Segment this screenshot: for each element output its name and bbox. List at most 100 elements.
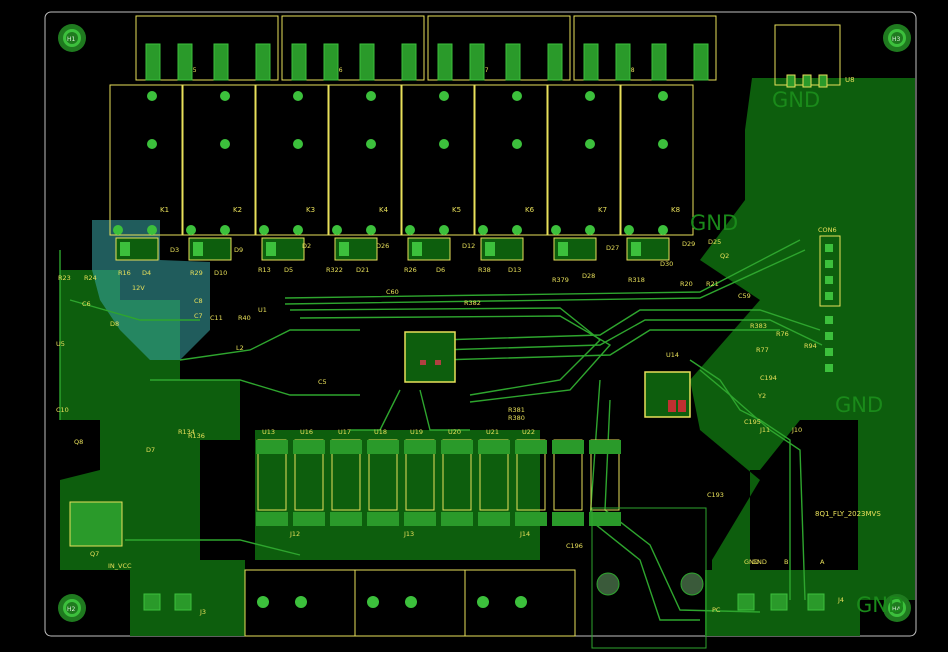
component-label: D29 (682, 240, 695, 248)
component-label: C7 (194, 312, 203, 320)
relay-label: K5 (452, 206, 461, 214)
relay-pin (585, 91, 595, 101)
component-label: U13 (262, 428, 275, 436)
component-label: D9 (234, 246, 243, 254)
component-label: R381 (508, 406, 525, 414)
component-label: D8 (110, 320, 119, 328)
relay-pin (332, 225, 342, 235)
component-label: U5 (56, 340, 65, 348)
component-label: C193 (707, 491, 724, 499)
connector-label: J7 (482, 67, 489, 74)
relay-pin (478, 225, 488, 235)
component-label: U14 (666, 351, 679, 359)
terminal-pad (437, 43, 453, 81)
component-label: R136 (188, 432, 205, 440)
component-label: J3 (199, 608, 206, 616)
relay-label: K7 (598, 206, 607, 214)
component-label: IN_VCC (108, 562, 132, 570)
component-label: D10 (214, 269, 227, 277)
component-label: GND (744, 558, 759, 566)
relay-pin (512, 91, 522, 101)
top-connector (281, 15, 425, 81)
gnd-label-corner: GND (856, 593, 904, 617)
terminal-pad (323, 43, 339, 81)
component-label: R94 (804, 342, 817, 350)
component-label: 12V (132, 284, 145, 292)
signal-traces (59, 239, 823, 621)
component-label: CON6 (818, 226, 837, 234)
power-terminal-pad (807, 593, 825, 611)
terminal-pad (359, 43, 375, 81)
component-label: D25 (708, 238, 721, 246)
component-label: R23 (58, 274, 71, 282)
component-label: D26 (376, 242, 389, 250)
component-label: R29 (190, 269, 203, 277)
relay-pin (220, 139, 230, 149)
hole-label: H1 (67, 36, 76, 43)
relay-outline (401, 84, 475, 236)
relay-pin (658, 225, 668, 235)
terminal-pad (145, 43, 161, 81)
component-label: A (820, 558, 825, 566)
component-label: D3 (170, 246, 179, 254)
component-label: D21 (356, 266, 369, 274)
connector-label: J8 (628, 67, 635, 74)
power-terminal-pad (737, 593, 755, 611)
component-label: J12 (289, 530, 300, 538)
terminal-pad (213, 43, 229, 81)
relay-pin (293, 91, 303, 101)
top-connector (135, 15, 279, 81)
relay-pin (585, 225, 595, 235)
component-label: R21 (706, 280, 719, 288)
connector-label: J5 (190, 67, 197, 74)
terminal-pad (401, 43, 417, 81)
power-terminal-pad (770, 593, 788, 611)
relay-pin (439, 139, 449, 149)
component-label: D4 (142, 269, 151, 277)
component-label: R20 (680, 280, 693, 288)
top-connector (427, 15, 571, 81)
driver-array (256, 439, 621, 526)
bottom-terminals (143, 569, 825, 637)
relay-pin (439, 91, 449, 101)
relay-pin (293, 225, 303, 235)
relay-outline (620, 84, 694, 236)
component-label: B (784, 558, 788, 566)
component-label: U1 (258, 306, 267, 314)
component-label: Q2 (720, 252, 729, 260)
component-label: R13 (258, 266, 271, 274)
relay-pin (624, 225, 634, 235)
relay-label: K4 (379, 206, 389, 214)
component-label: U17 (338, 428, 351, 436)
dip-switch[interactable] (774, 24, 841, 88)
component-label: D7 (146, 446, 155, 454)
component-label: R40 (238, 314, 251, 322)
gnd-label-top: GND (772, 88, 820, 112)
component-label: Y2 (757, 392, 766, 400)
relay-pin (293, 139, 303, 149)
relay-label: K6 (525, 206, 535, 214)
component-label: R134 (178, 428, 195, 436)
component-label: C60 (386, 288, 399, 296)
gnd-label-right: GND (835, 393, 883, 417)
relay-pin (512, 225, 522, 235)
relay-pin (113, 225, 123, 235)
hole-label: H3 (892, 36, 901, 43)
relay-pin (585, 139, 595, 149)
relay-pin (439, 225, 449, 235)
relay-label: K8 (671, 206, 680, 214)
component-label: U22 (522, 428, 535, 436)
relay-pin (220, 91, 230, 101)
terminal-pad (693, 43, 709, 81)
corner-tag: U8 (845, 76, 855, 84)
relay-label: K1 (160, 206, 169, 214)
relay-pin (658, 139, 668, 149)
con6-header (819, 235, 841, 372)
gnd-label-mid: GND (690, 211, 738, 235)
component-label: D5 (284, 266, 293, 274)
relay-pin (366, 91, 376, 101)
